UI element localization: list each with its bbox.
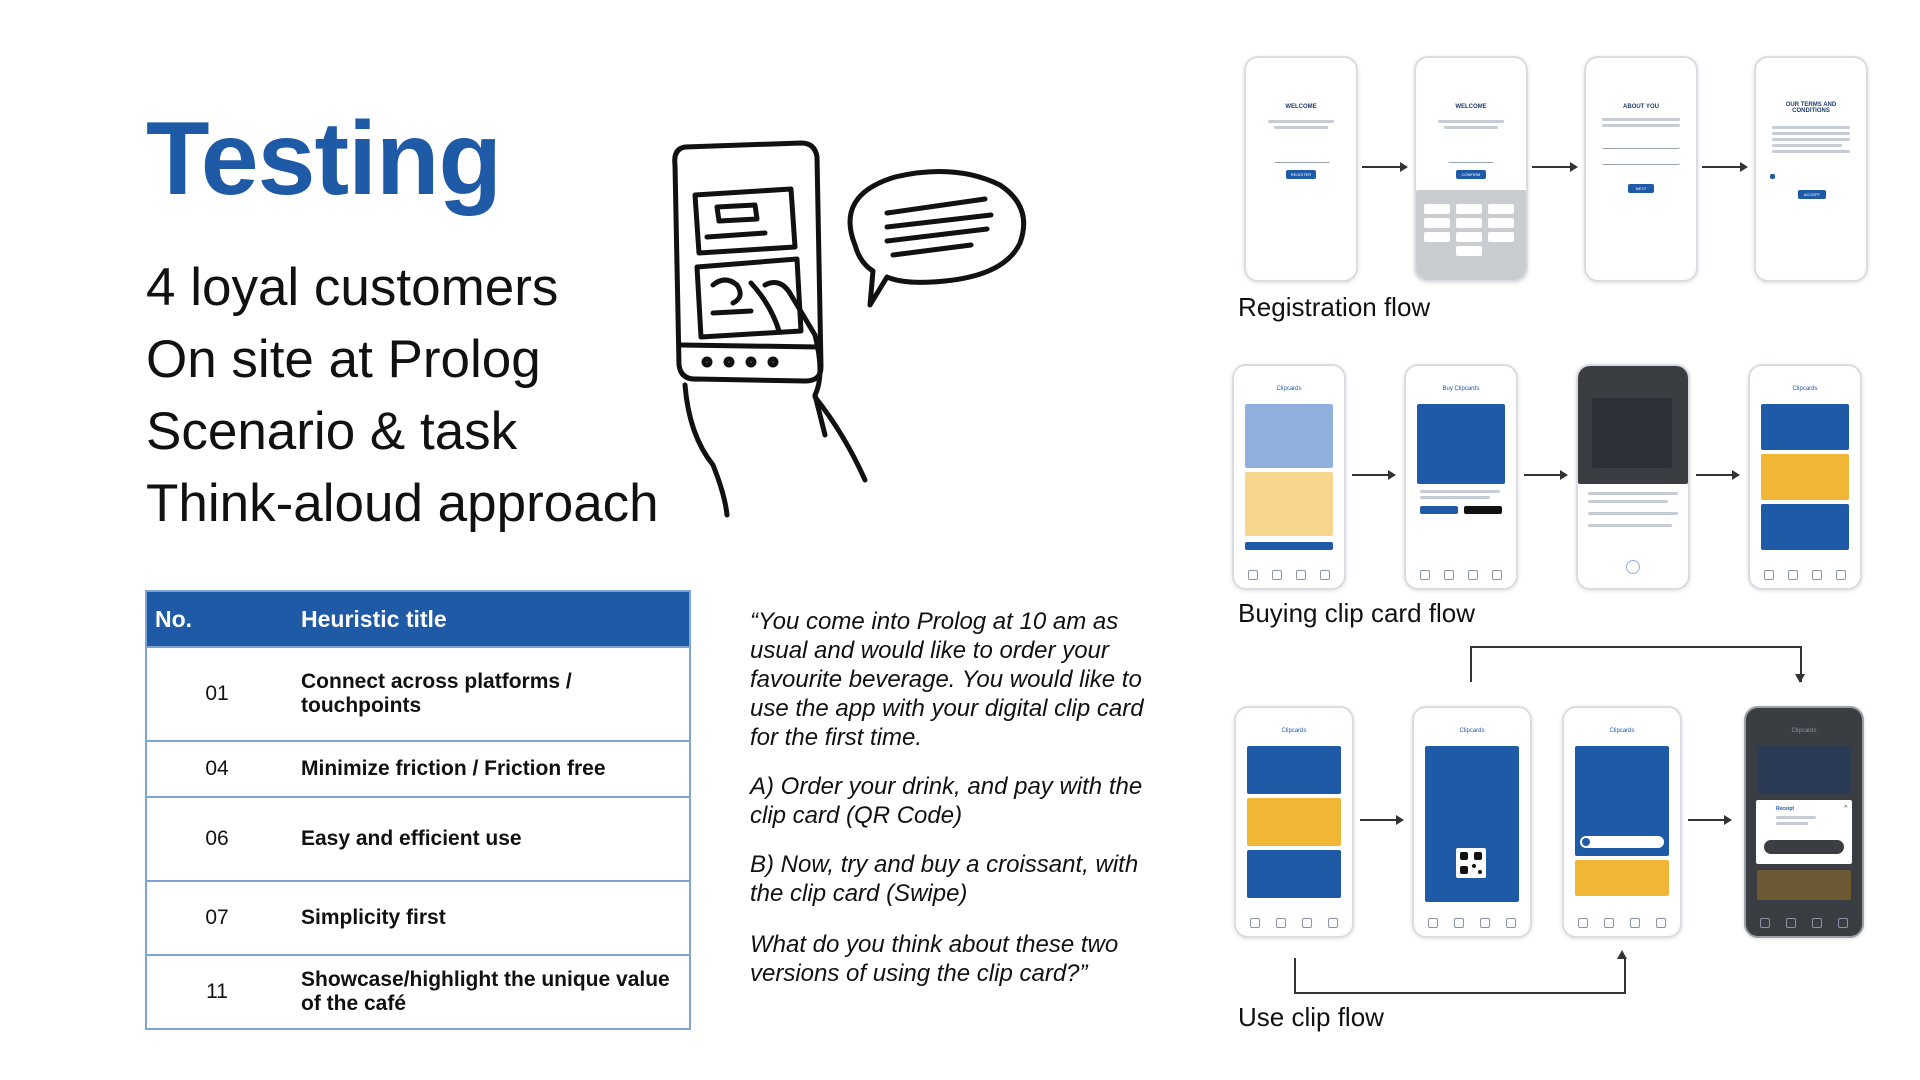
- screen-title: Buy Clipcards: [1442, 386, 1480, 392]
- next-button[interactable]: NEXT: [1628, 184, 1654, 193]
- flow-arrow: [1362, 162, 1408, 172]
- scenario-intro: “You come into Prolog at 10 am as usual …: [750, 608, 1144, 751]
- use-flow-label: Use clip flow: [1238, 1002, 1384, 1032]
- bakery-clipcard[interactable]: [1761, 454, 1849, 500]
- registration-screen-terms: OUR TERMS AND CONDITIONS ACCEPT: [1754, 56, 1868, 282]
- heuristic-number: 11: [146, 954, 287, 1029]
- beans-subscription-card[interactable]: [1761, 504, 1849, 550]
- heuristic-title: Easy and efficient use: [287, 796, 690, 881]
- buying-screen-clipcards: Clipcards: [1232, 364, 1346, 590]
- beans-subscription-card[interactable]: [1247, 850, 1341, 898]
- slider-handle[interactable]: [1582, 838, 1590, 846]
- close-icon[interactable]: ✕: [1843, 804, 1848, 810]
- coffee-clipcard: [1417, 404, 1505, 484]
- accept-button[interactable]: ACCEPT: [1798, 190, 1826, 199]
- flow-arrow: [1688, 815, 1732, 825]
- tab-bar[interactable]: [1420, 918, 1524, 928]
- heuristic-number: 06: [146, 796, 287, 881]
- screen-title: Clipcards: [1459, 728, 1485, 734]
- coffee-clipcard[interactable]: [1761, 404, 1849, 450]
- screen-title: OUR TERMS AND CONDITIONS: [1785, 102, 1837, 114]
- flow-arrow: [1696, 470, 1740, 480]
- tab-bar[interactable]: [1756, 570, 1854, 580]
- register-button[interactable]: REGISTER: [1286, 170, 1316, 179]
- swipe-to-use-slider[interactable]: [1580, 836, 1664, 848]
- tab-bar[interactable]: [1570, 918, 1674, 928]
- heuristic-title: Minimize friction / Friction free: [287, 740, 690, 797]
- table-row: 11 Showcase/highlight the unique value o…: [146, 954, 690, 1029]
- use-screen-receipt: Clipcards Receipt ✕: [1744, 706, 1864, 938]
- closing-question: What do you think about these two versio…: [750, 931, 1119, 987]
- flow-arrow: [1532, 162, 1578, 172]
- task-b: B) Now, try and buy a croissant, with th…: [750, 851, 1139, 907]
- tab-bar[interactable]: [1242, 918, 1346, 928]
- heuristics-table: No. Heuristic title 01 Connect across pl…: [145, 590, 691, 1030]
- screen-title: Clipcards: [1791, 728, 1817, 734]
- screen-title: WELCOME: [1285, 104, 1317, 110]
- buying-screen-buy-clipcards: Buy Clipcards: [1404, 364, 1518, 590]
- apple-pay-button[interactable]: [1464, 506, 1502, 514]
- heuristic-title: Connect across platforms / touchpoints: [287, 646, 690, 741]
- flow-connector-bottom: [1294, 958, 1626, 994]
- tab-bar[interactable]: [1752, 918, 1856, 928]
- flow-arrow: [1524, 470, 1568, 480]
- use-screen-qr-code: Clipcards: [1412, 706, 1532, 938]
- bullet-item: Scenario & task: [146, 402, 518, 461]
- heuristic-title: Simplicity first: [287, 880, 690, 955]
- bullet-item: On site at Prolog: [146, 330, 541, 389]
- receipt-title: Receipt: [1776, 806, 1795, 812]
- qr-code-icon[interactable]: [1456, 848, 1486, 878]
- table-row: 06 Easy and efficient use: [146, 796, 690, 881]
- table-row: 04 Minimize friction / Friction free: [146, 740, 690, 797]
- screen-title: Clipcards: [1276, 386, 1302, 392]
- buying-screen-payment-sheet: [1576, 364, 1690, 590]
- use-screen-clipcards: Clipcards: [1234, 706, 1354, 938]
- registration-flow-label: Registration flow: [1238, 292, 1431, 322]
- task-a: A) Order your drink, and pay with the cl…: [750, 773, 1143, 829]
- registration-screen-confirm: WELCOME CONFIRM: [1414, 56, 1528, 282]
- bakery-clipcard[interactable]: [1575, 860, 1669, 896]
- heuristic-title: Showcase/highlight the unique value of t…: [287, 954, 690, 1029]
- heuristic-number: 04: [146, 740, 287, 797]
- tab-bar[interactable]: [1412, 570, 1510, 580]
- coffee-clipcard[interactable]: [1245, 404, 1333, 468]
- face-id-icon: [1626, 560, 1640, 574]
- table-row: 07 Simplicity first: [146, 880, 690, 955]
- credit-card-button[interactable]: [1420, 506, 1458, 514]
- coffee-clipcard-expanded: [1425, 746, 1519, 902]
- bullet-list: 4 loyal customers On site at Prolog Scen…: [146, 252, 659, 540]
- table-header-row: No. Heuristic title: [146, 591, 690, 647]
- screen-title: Clipcards: [1281, 728, 1307, 734]
- phone-chat-sketch-icon: [672, 140, 1027, 518]
- screen-title: WELCOME: [1455, 104, 1487, 110]
- bullet-item: 4 loyal customers: [146, 258, 559, 317]
- number-keypad-icon: [1416, 190, 1526, 280]
- bullet-item: Think-aloud approach: [146, 474, 659, 533]
- bakery-clipcard[interactable]: [1247, 798, 1341, 846]
- flow-arrow: [1702, 162, 1748, 172]
- flow-arrow: [1352, 470, 1396, 480]
- confirm-button[interactable]: CONFIRM: [1456, 170, 1486, 179]
- heuristic-number: 01: [146, 646, 287, 741]
- registration-screen-welcome: WELCOME REGISTER: [1244, 56, 1358, 282]
- coffee-clipcard[interactable]: [1247, 746, 1341, 794]
- buying-flow-label: Buying clip card flow: [1238, 598, 1475, 628]
- page-title: Testing: [146, 101, 502, 217]
- receipt-dialog: Receipt ✕: [1756, 800, 1852, 864]
- table-row: 01 Connect across platforms / touchpoint…: [146, 646, 690, 741]
- screen-title: Clipcards: [1792, 386, 1818, 392]
- registration-screen-about-you: ABOUT YOU NEXT: [1584, 56, 1698, 282]
- column-header-title: Heuristic title: [287, 591, 690, 647]
- tab-bar[interactable]: [1240, 570, 1338, 580]
- screen-title: Clipcards: [1609, 728, 1635, 734]
- screen-title: ABOUT YOU: [1623, 104, 1659, 110]
- buying-screen-clipcards-updated: Clipcards: [1748, 364, 1862, 590]
- bakery-clipcard[interactable]: [1245, 472, 1333, 536]
- flow-connector-top: [1470, 646, 1802, 682]
- terms-checkbox[interactable]: [1770, 174, 1775, 179]
- heuristic-number: 07: [146, 880, 287, 955]
- flow-arrow: [1360, 815, 1404, 825]
- use-screen-swipe: Clipcards: [1562, 706, 1682, 938]
- column-header-no: No.: [146, 591, 287, 647]
